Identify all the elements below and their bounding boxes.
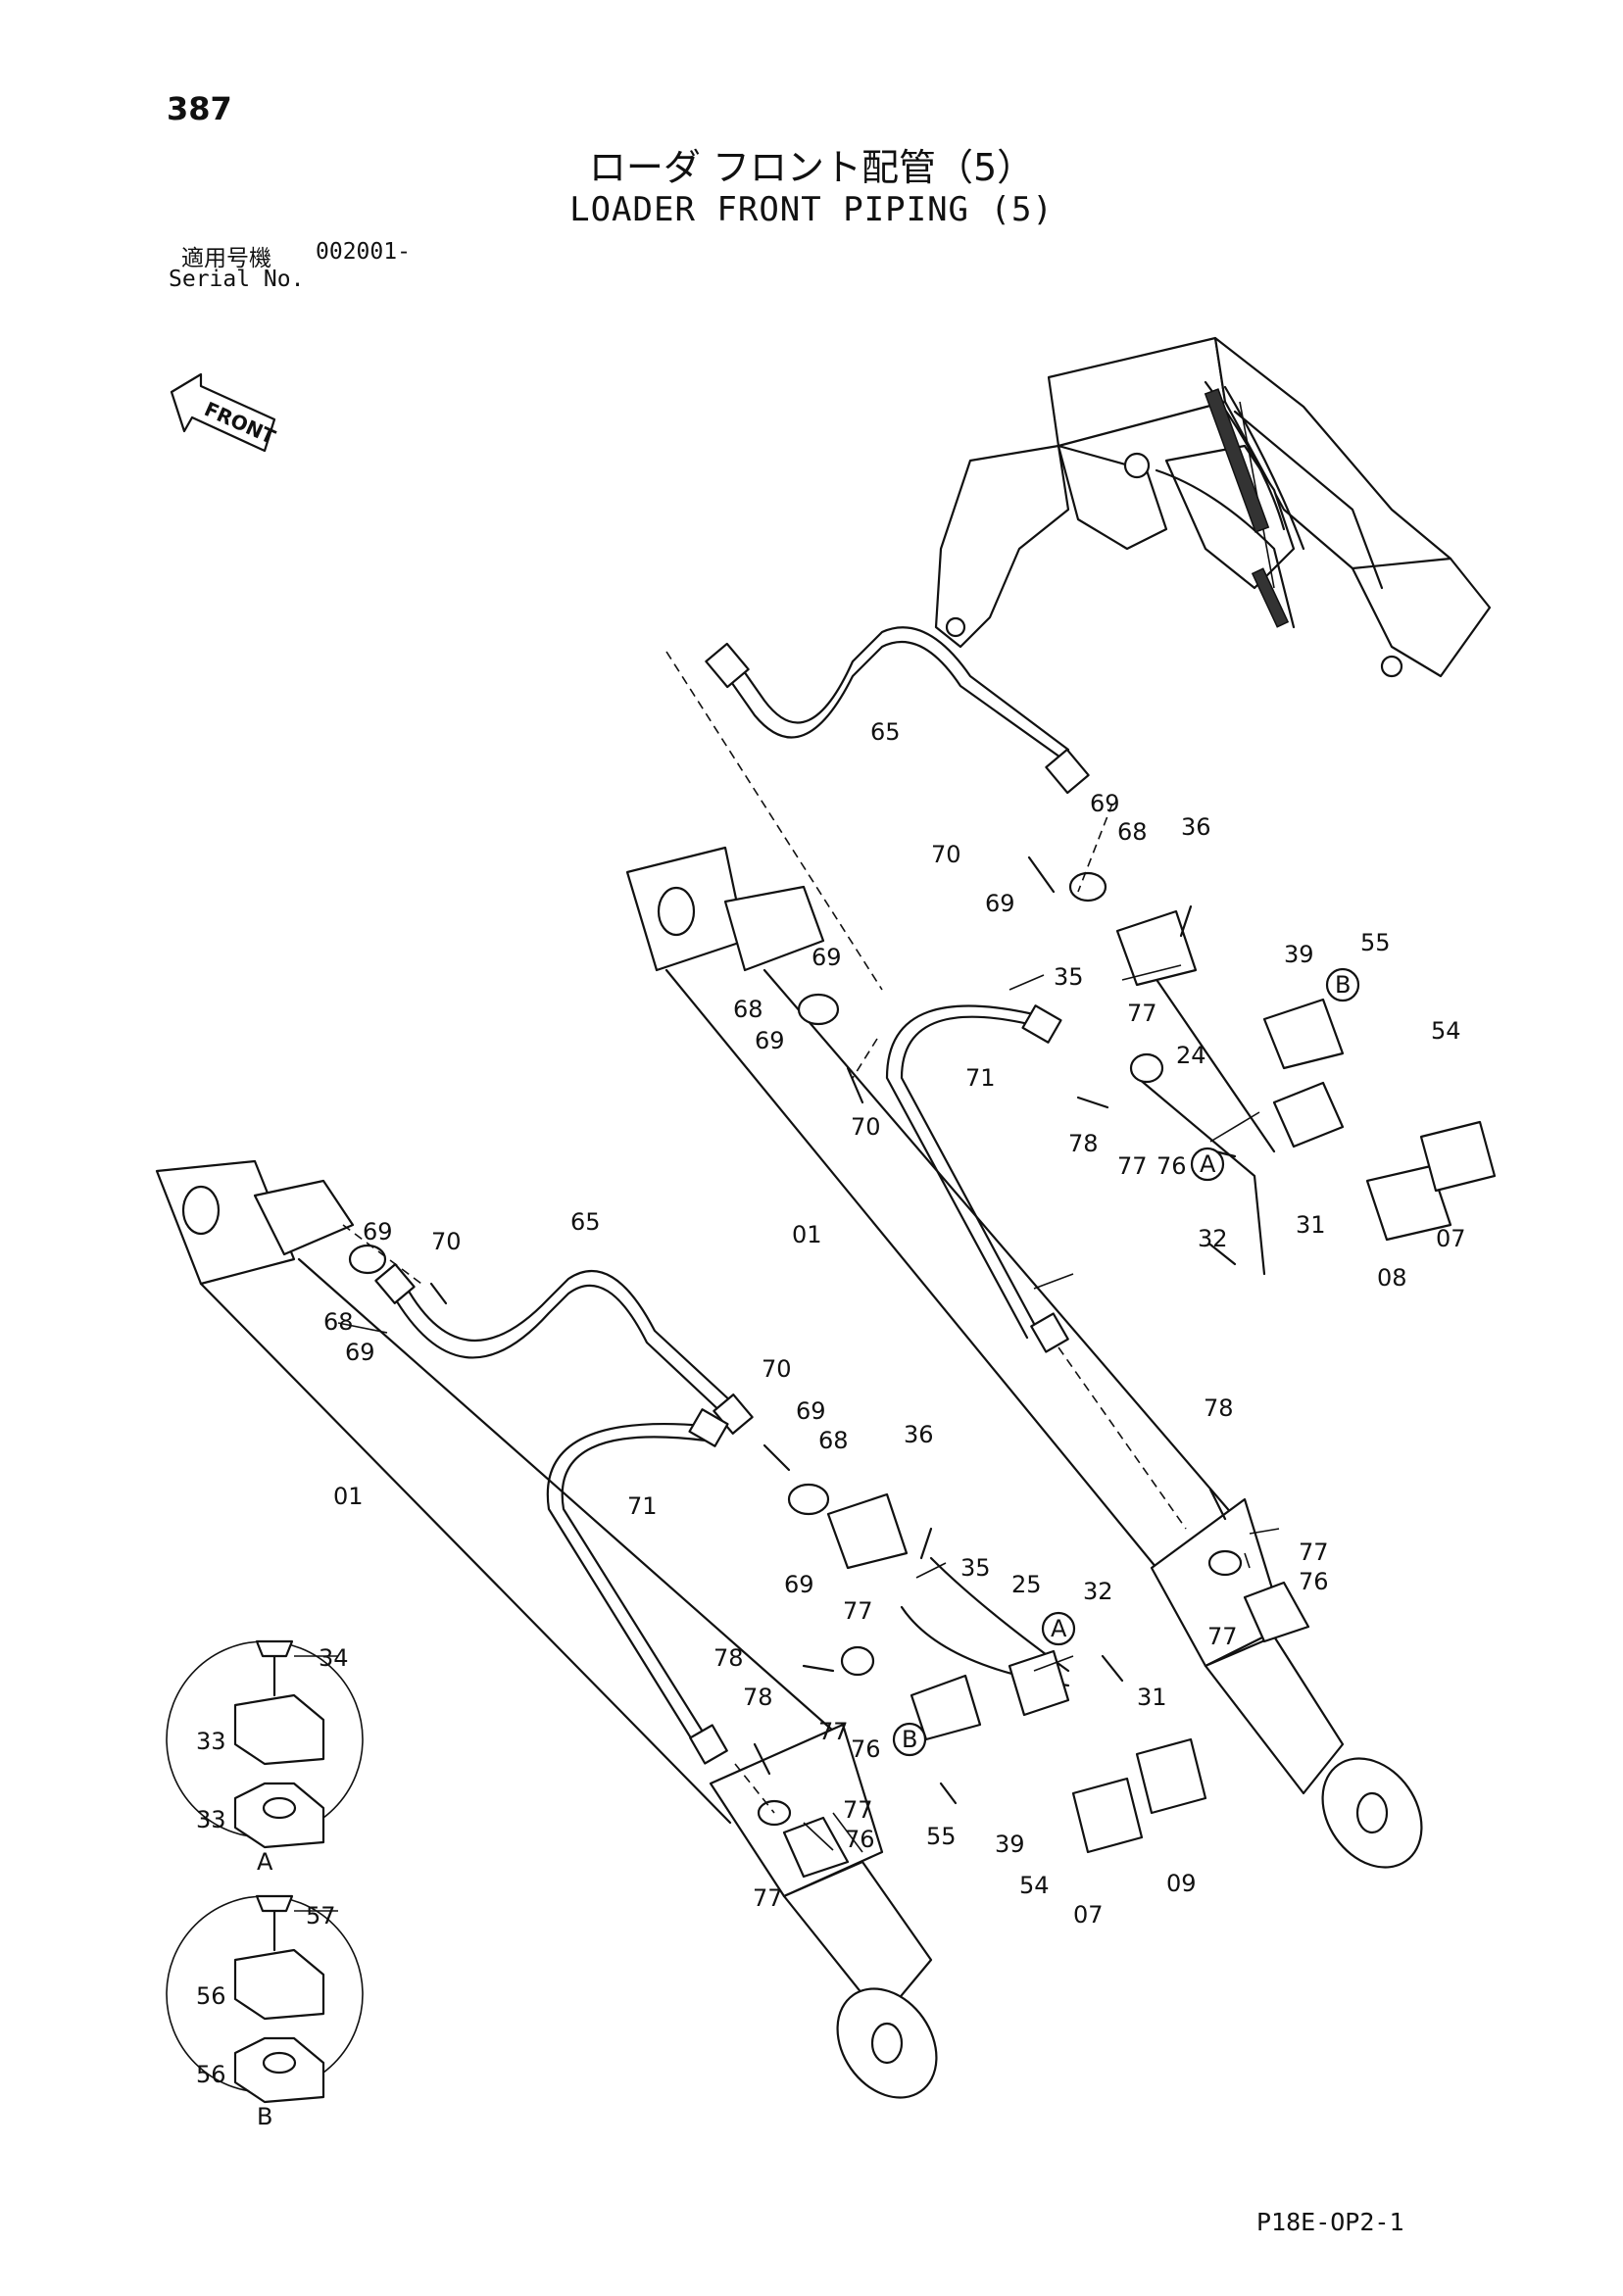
- callout-25: 25: [1011, 1571, 1042, 1598]
- callout-65-lower: 65: [570, 1208, 601, 1236]
- callout-68: 68: [1117, 818, 1148, 846]
- callout-35-lower: 35: [960, 1554, 991, 1582]
- marker-b-upper: B: [1335, 971, 1351, 999]
- callout-69: 69: [363, 1218, 393, 1246]
- callout-32-lower: 32: [1083, 1578, 1113, 1605]
- marker-b-lower: B: [902, 1726, 917, 1753]
- callout-77: 77: [843, 1796, 873, 1824]
- callout-68: 68: [323, 1308, 354, 1336]
- inset-a-part-1: 34: [319, 1644, 349, 1672]
- callout-70: 70: [931, 841, 961, 868]
- bolts-and-guides: [342, 651, 1237, 1814]
- callout-69: 69: [812, 944, 842, 971]
- callout-69: 69: [796, 1397, 826, 1425]
- callout-32-upper: 32: [1198, 1225, 1228, 1252]
- callout-31-upper: 31: [1296, 1211, 1326, 1239]
- title-english: LOADER FRONT PIPING (5): [569, 190, 1054, 229]
- callout-71-upper: 71: [965, 1064, 996, 1092]
- callout-77: 77: [1117, 1152, 1148, 1180]
- callout-55-upper: 55: [1360, 929, 1391, 956]
- callout-69: 69: [345, 1339, 375, 1366]
- callout-01-upper: 01: [792, 1221, 822, 1248]
- inset-part-numbers: 34 33 33 57 56 56: [196, 1644, 349, 2088]
- callout-36-lower: 36: [904, 1421, 934, 1448]
- callout-78: 78: [1204, 1394, 1234, 1422]
- callout-77: 77: [818, 1718, 849, 1745]
- callout-36-upper: 36: [1181, 813, 1211, 841]
- callout-77: 77: [1127, 1000, 1157, 1027]
- callout-01-lower: 01: [333, 1483, 364, 1510]
- callout-77: 77: [1207, 1623, 1238, 1650]
- callout-77: 77: [753, 1884, 783, 1912]
- callout-65-upper: 65: [870, 718, 901, 746]
- callout-71-lower: 71: [627, 1492, 658, 1520]
- inset-a: [166, 1639, 364, 1849]
- callout-numbers: 65 69 70 68 69 36 69 68 69 70 35 39 55 5…: [323, 718, 1466, 1929]
- callout-78: 78: [1068, 1130, 1099, 1157]
- circled-markers: B A A B A B: [257, 967, 1360, 2130]
- inset-b-part-2: 56: [196, 1982, 226, 2010]
- callout-78: 78: [713, 1644, 744, 1672]
- callout-77: 77: [1299, 1539, 1329, 1566]
- callout-76: 76: [845, 1826, 875, 1853]
- callout-69: 69: [784, 1571, 814, 1598]
- callout-70: 70: [851, 1113, 881, 1141]
- inset-a-part-3: 33: [196, 1806, 226, 1833]
- callout-39-lower: 39: [995, 1831, 1025, 1858]
- callout-68: 68: [733, 996, 763, 1023]
- hoses: [390, 626, 1276, 1751]
- serial-label-japanese: 適用号機: [181, 246, 271, 271]
- marker-a-lower: A: [1051, 1615, 1067, 1642]
- cylinder-upper: [625, 846, 1423, 1869]
- title-japanese: ローダ フロント配管（5）: [588, 146, 1035, 189]
- callout-35-upper: 35: [1054, 963, 1084, 991]
- inset-a-part-2: 33: [196, 1728, 226, 1755]
- machine-overview-drawing: [934, 336, 1492, 678]
- leader-lines: [294, 964, 1280, 1912]
- inset-b-letter: B: [257, 2103, 272, 2130]
- fittings: [348, 642, 1497, 1854]
- serial-label-english: Serial No.: [169, 267, 305, 292]
- callout-69: 69: [1090, 790, 1120, 817]
- callout-69: 69: [755, 1027, 785, 1054]
- inset-b: [166, 1894, 364, 2104]
- callout-76: 76: [1156, 1152, 1187, 1180]
- serial-value: 002001-: [316, 239, 411, 265]
- callout-54-lower: 54: [1019, 1872, 1050, 1899]
- callout-07-lower: 07: [1073, 1901, 1104, 1929]
- callout-70: 70: [431, 1228, 462, 1255]
- front-arrow-icon: FRONT: [170, 372, 279, 453]
- callout-68: 68: [818, 1427, 849, 1454]
- callout-69: 69: [985, 890, 1015, 917]
- inset-a-letter: A: [257, 1848, 273, 1876]
- callout-70: 70: [762, 1355, 792, 1383]
- callout-76: 76: [1299, 1568, 1329, 1595]
- callout-78: 78: [743, 1684, 773, 1711]
- marker-a-upper: A: [1200, 1150, 1216, 1178]
- inset-b-part-1: 57: [306, 1902, 336, 1930]
- callout-24: 24: [1176, 1042, 1206, 1069]
- callout-54-upper: 54: [1431, 1017, 1461, 1045]
- cylinder-lower: [155, 1159, 938, 2099]
- callout-31-lower: 31: [1137, 1684, 1167, 1711]
- callout-55-lower: 55: [926, 1823, 957, 1850]
- inset-b-part-3: 56: [196, 2061, 226, 2088]
- callout-39-upper: 39: [1284, 941, 1314, 968]
- drawing-code: P18E-OP2-1: [1256, 2208, 1404, 2236]
- callout-09: 09: [1166, 1870, 1197, 1897]
- page-number: 387: [167, 90, 232, 127]
- callout-07-upper: 07: [1436, 1225, 1466, 1252]
- callout-77: 77: [843, 1597, 873, 1625]
- callout-76: 76: [851, 1735, 881, 1763]
- callout-08: 08: [1377, 1264, 1407, 1292]
